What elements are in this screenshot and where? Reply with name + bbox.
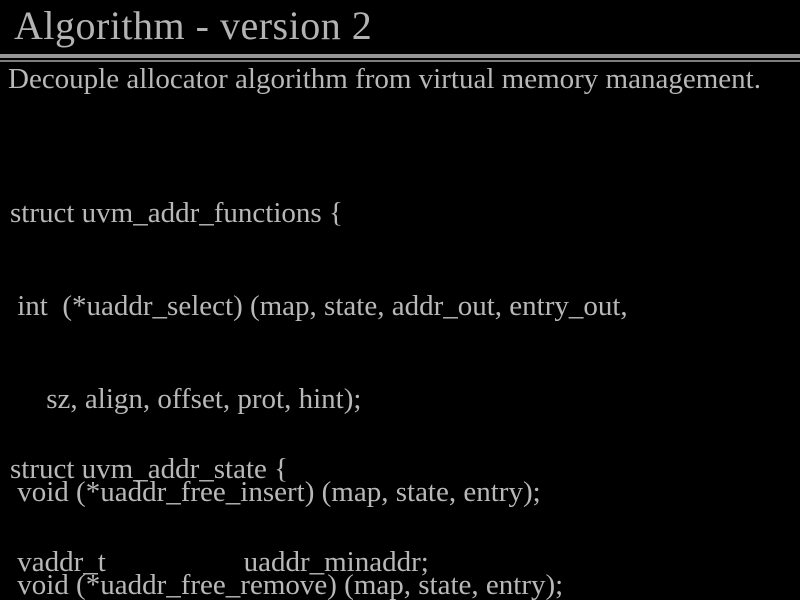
code-line: int (*uaddr_select) (map, state, addr_ou… xyxy=(10,290,628,322)
slide-title: Algorithm - version 2 xyxy=(14,3,373,48)
code-line: sz, align, offset, prot, hint); xyxy=(10,383,362,415)
title-underline-bottom xyxy=(0,60,800,62)
code-line: void (*uaddr_free_insert) (map, state, e… xyxy=(10,476,541,508)
code-line: struct uvm_addr_functions { xyxy=(10,197,343,229)
code-line: vaddr_t uaddr_minaddr; xyxy=(10,546,429,578)
code-block-uvm-addr-functions: struct uvm_addr_functions { int (*uaddr_… xyxy=(10,136,628,600)
title-underline xyxy=(0,54,800,62)
code-line: struct uvm_addr_state { xyxy=(10,453,289,485)
code-line: void (*uaddr_free_remove) (map, state, e… xyxy=(10,569,564,600)
code-block-uvm-addr-state: struct uvm_addr_state { vaddr_t uaddr_mi… xyxy=(10,392,547,600)
slide-subtitle: Decouple allocator algorithm from virtua… xyxy=(8,63,761,95)
title-underline-top xyxy=(0,54,800,58)
